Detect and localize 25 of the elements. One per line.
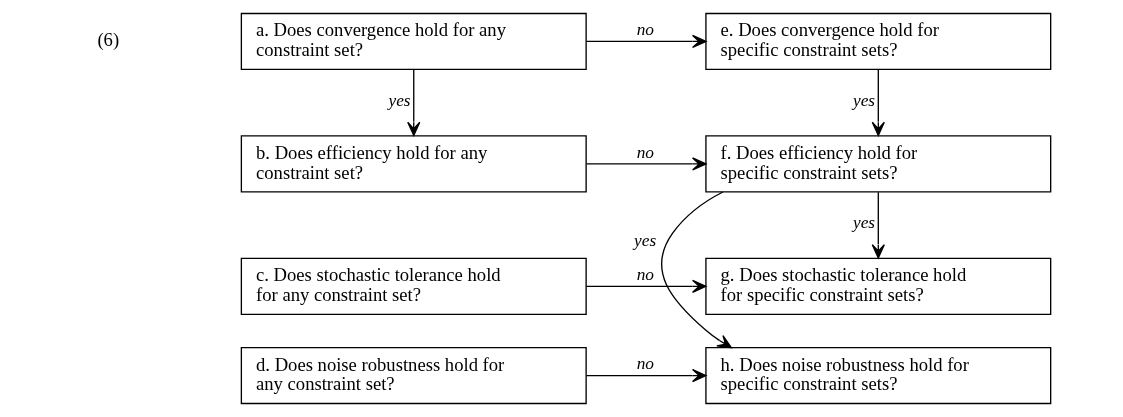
edge-label: no: [636, 20, 654, 40]
edge-label: yes: [853, 213, 876, 233]
arrow: [585, 368, 707, 383]
edge-label: no: [636, 142, 654, 162]
arrow: [407, 69, 421, 137]
node-box: b. Does efficiency hold for any constraint set?: [240, 135, 587, 193]
node-box: f. Does efficiency hold for specific constraint sets?: [705, 135, 1052, 193]
arrow: [585, 279, 707, 294]
arrow: [871, 69, 885, 137]
node-box: g. Does stochastic tolerance hold for specific constraint sets?: [705, 257, 1052, 315]
edge-label: yes: [853, 90, 876, 110]
node-box: h. Does noise robustness hold for specific constraint sets?: [705, 346, 1052, 405]
arrow: [661, 191, 732, 349]
edge-label: no: [636, 265, 654, 285]
node-box: c. Does stochastic tolerance hold for any constraint set?: [240, 257, 587, 315]
node-box: a. Does convergence hold for any constraint set?: [240, 12, 587, 71]
edge-label: yes: [388, 90, 411, 110]
node-box: e. Does convergence hold for specific constraint sets?: [705, 12, 1052, 71]
edge-label: no: [636, 354, 654, 374]
edge-label: yes: [634, 230, 657, 250]
arrow: [585, 157, 707, 171]
arrow: [585, 34, 707, 49]
node-box: d. Does noise robustness hold for any constraint set?: [240, 346, 587, 405]
arrow: [871, 191, 885, 259]
label: (6): [97, 29, 120, 51]
